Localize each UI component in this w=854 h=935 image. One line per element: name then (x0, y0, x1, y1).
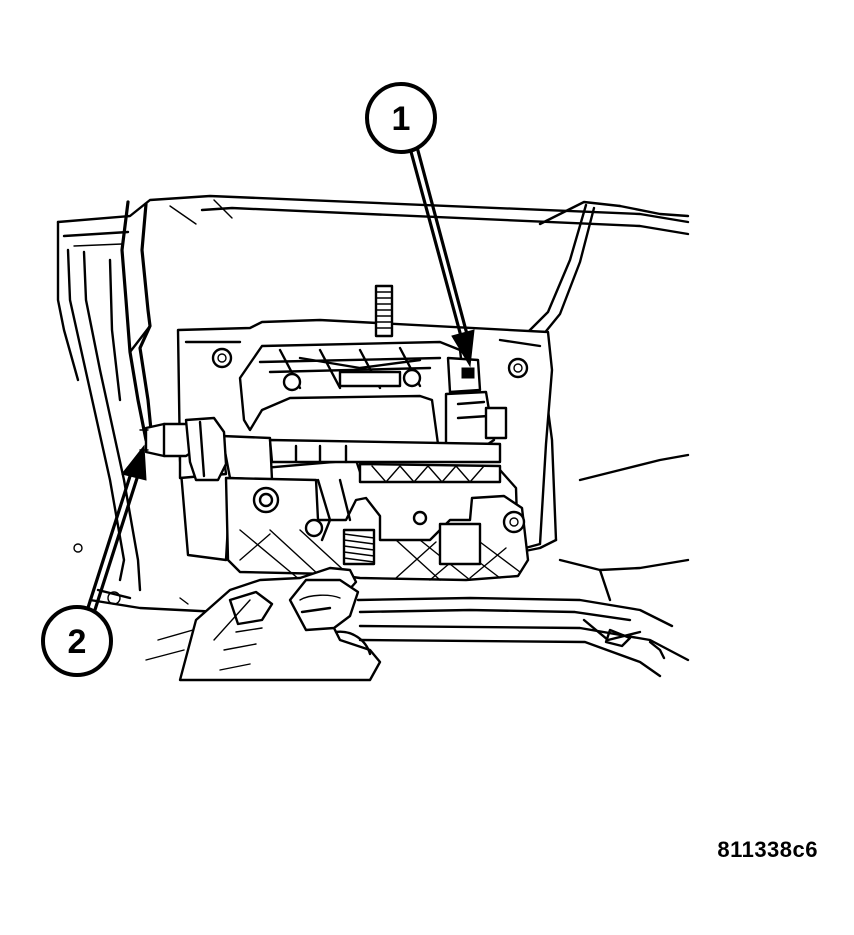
callout-2-label: 2 (68, 623, 87, 661)
callout-1: 1 (365, 82, 437, 154)
handle-linkage (238, 340, 508, 458)
door-cable (120, 200, 154, 442)
cable-connector (139, 416, 228, 482)
callout-1-label: 1 (392, 100, 411, 138)
latch-housing (224, 476, 530, 582)
callout-2: 2 (41, 605, 113, 677)
callout-2-leader (84, 444, 147, 618)
figure-id: 811338c6 (717, 837, 818, 862)
technician-hand (178, 566, 382, 682)
stud-bolt (374, 284, 394, 338)
callout-1-leader (408, 145, 475, 368)
